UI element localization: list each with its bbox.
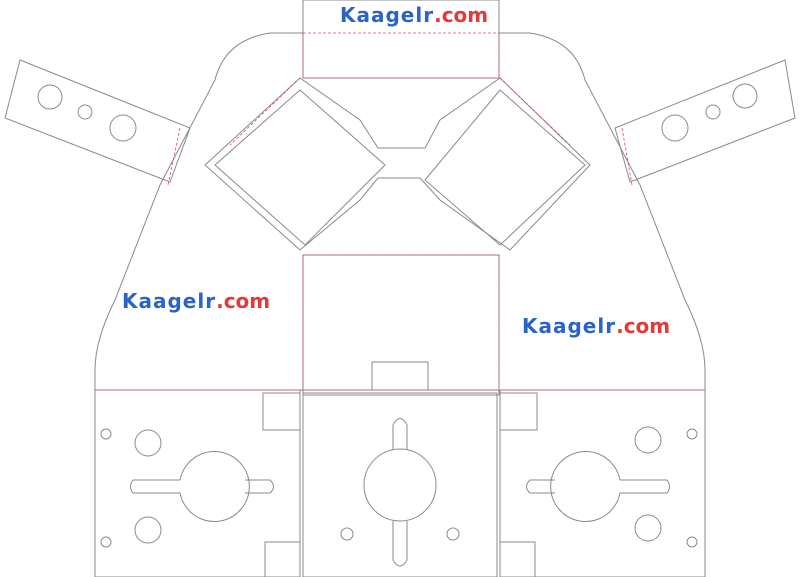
- panel-hole: [100, 536, 112, 548]
- panel-keyhole: [550, 451, 670, 522]
- arm-hole: [77, 104, 93, 120]
- brand-name: Kaagelr: [522, 314, 617, 338]
- panel-hole: [686, 428, 698, 440]
- panel-keyhole-slot: [245, 479, 274, 494]
- panel-hole: [134, 516, 162, 544]
- panel-hole: [686, 536, 698, 548]
- bottom-center-panel: [302, 392, 498, 577]
- brand-name: Kaagelr: [122, 289, 217, 313]
- center-slot-lower: [392, 521, 408, 567]
- arm-hole: [37, 84, 63, 110]
- panel-keyhole: [130, 451, 250, 522]
- panel-hole: [134, 429, 162, 457]
- center-slot: [371, 361, 429, 391]
- brand-tld: .com: [616, 314, 671, 338]
- center-large-hole: [363, 448, 437, 522]
- left-arm-outline: [4, 59, 191, 183]
- arm-hole: [661, 114, 689, 142]
- brand-logo-left: Kaagelr.com: [122, 291, 270, 311]
- right-diamond-window: [424, 89, 586, 246]
- panel-hole: [634, 514, 662, 542]
- fold-line: [499, 77, 571, 146]
- arm-hole: [109, 114, 137, 142]
- right-arm-outline: [614, 59, 796, 183]
- brand-tld: .com: [434, 3, 489, 27]
- arm-hole: [705, 104, 721, 120]
- bottom-right-panel: [499, 389, 706, 577]
- fold-line: [229, 77, 301, 146]
- notch-bottom-right: [499, 541, 536, 577]
- notch-bottom-left: [264, 541, 301, 577]
- notch-top-left: [262, 392, 301, 431]
- center-slot-vertical: [392, 418, 408, 450]
- fold-line: [621, 127, 633, 186]
- brand-tld: .com: [216, 289, 271, 313]
- x-window-outline: [204, 77, 591, 251]
- panel-hole: [100, 428, 112, 440]
- brand-logo-right: Kaagelr.com: [522, 316, 670, 336]
- brand-name: Kaagelr: [340, 3, 435, 27]
- brand-logo-top: Kaagelr.com: [340, 5, 488, 25]
- arm-hole: [732, 83, 758, 109]
- left-diamond-window: [214, 89, 386, 246]
- bottom-left-panel: [94, 389, 301, 577]
- panel-keyhole-slot: [526, 479, 555, 494]
- fold-line: [167, 127, 181, 186]
- center-small-hole: [340, 527, 354, 541]
- panel-hole: [634, 426, 662, 454]
- notch-top-right: [499, 392, 538, 431]
- center-panel: [302, 254, 500, 396]
- center-small-hole: [446, 527, 460, 541]
